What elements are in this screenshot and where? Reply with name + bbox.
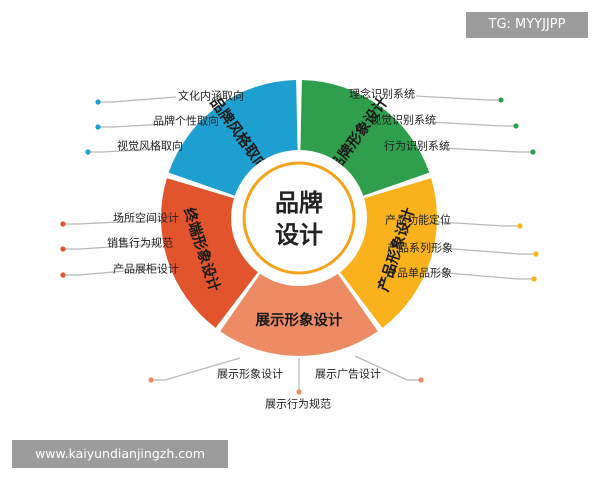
- item-label: 视觉识别系统: [370, 113, 436, 127]
- segment-ring: [161, 80, 437, 357]
- leader-line: [63, 267, 161, 276]
- leader-dot: [95, 99, 101, 105]
- segment-display-image: [220, 273, 378, 357]
- item-label: 产品功能定位: [385, 213, 451, 227]
- leader-dot: [296, 389, 302, 395]
- watermark-url: www.kaiyundianjingzh.com: [35, 446, 205, 461]
- leader-line: [434, 271, 534, 280]
- leader-dot: [418, 377, 424, 383]
- segment-label-display-image: 展示形象设计: [256, 311, 343, 329]
- segment-brand-style: [168, 80, 298, 196]
- watermark-tag-box: [466, 12, 588, 38]
- leader-dot: [513, 123, 519, 129]
- item-label: 理念识别系统: [349, 87, 415, 101]
- item-label: 展示行为规范: [265, 397, 331, 411]
- segment-brand-image: [300, 80, 430, 196]
- item-label: 展示形象设计: [217, 368, 283, 381]
- leader-dot: [530, 149, 536, 155]
- leader-dot: [85, 149, 91, 155]
- item-label: 视觉风格取向: [117, 139, 183, 153]
- watermark-tag: TG: MYYJJPP: [488, 17, 566, 32]
- leader-dot: [95, 124, 101, 130]
- item-label: 行为识别系统: [384, 140, 450, 153]
- item-label: 品牌个性取向: [153, 114, 219, 128]
- segment-terminal-image: [161, 178, 259, 328]
- leader-dot: [531, 276, 537, 282]
- leader-dot: [60, 221, 66, 227]
- watermark-url-box: [12, 440, 228, 468]
- item-label: 场所空间设计: [113, 211, 179, 225]
- item-label: 展示广告设计: [315, 368, 381, 381]
- center-hub: 品牌 设计: [231, 150, 367, 286]
- leader-dot: [498, 97, 504, 103]
- center-title-line1: 品牌: [275, 189, 323, 217]
- leader-line: [63, 219, 161, 225]
- leader-line: [63, 243, 159, 250]
- leader-line: [98, 96, 177, 103]
- leader-dot: [533, 251, 539, 257]
- leader-dot: [60, 272, 66, 278]
- leader-line: [439, 247, 536, 255]
- leader-dot: [148, 377, 154, 383]
- item-label: 产品系列形象: [387, 241, 453, 255]
- center-circle: [242, 161, 356, 275]
- leader-line: [441, 147, 533, 153]
- item-label: 产品单品形象: [386, 266, 452, 280]
- leader-dot: [60, 246, 66, 252]
- leader-line: [437, 221, 520, 227]
- leader-line: [415, 95, 501, 101]
- leader-lines: [60, 95, 539, 395]
- leader-line: [98, 123, 167, 128]
- leader-line: [429, 121, 516, 127]
- leader-dot: [517, 223, 523, 229]
- segment-product-image: [339, 178, 437, 328]
- item-label: 文化内涵取向: [178, 89, 244, 103]
- leader-line: [151, 357, 241, 381]
- item-label: 销售行为规范: [107, 236, 173, 250]
- item-label: 产品展柜设计: [113, 262, 179, 276]
- center-title-line2: 设计: [275, 221, 323, 249]
- leader-line: [88, 148, 161, 153]
- leader-line: [354, 355, 421, 381]
